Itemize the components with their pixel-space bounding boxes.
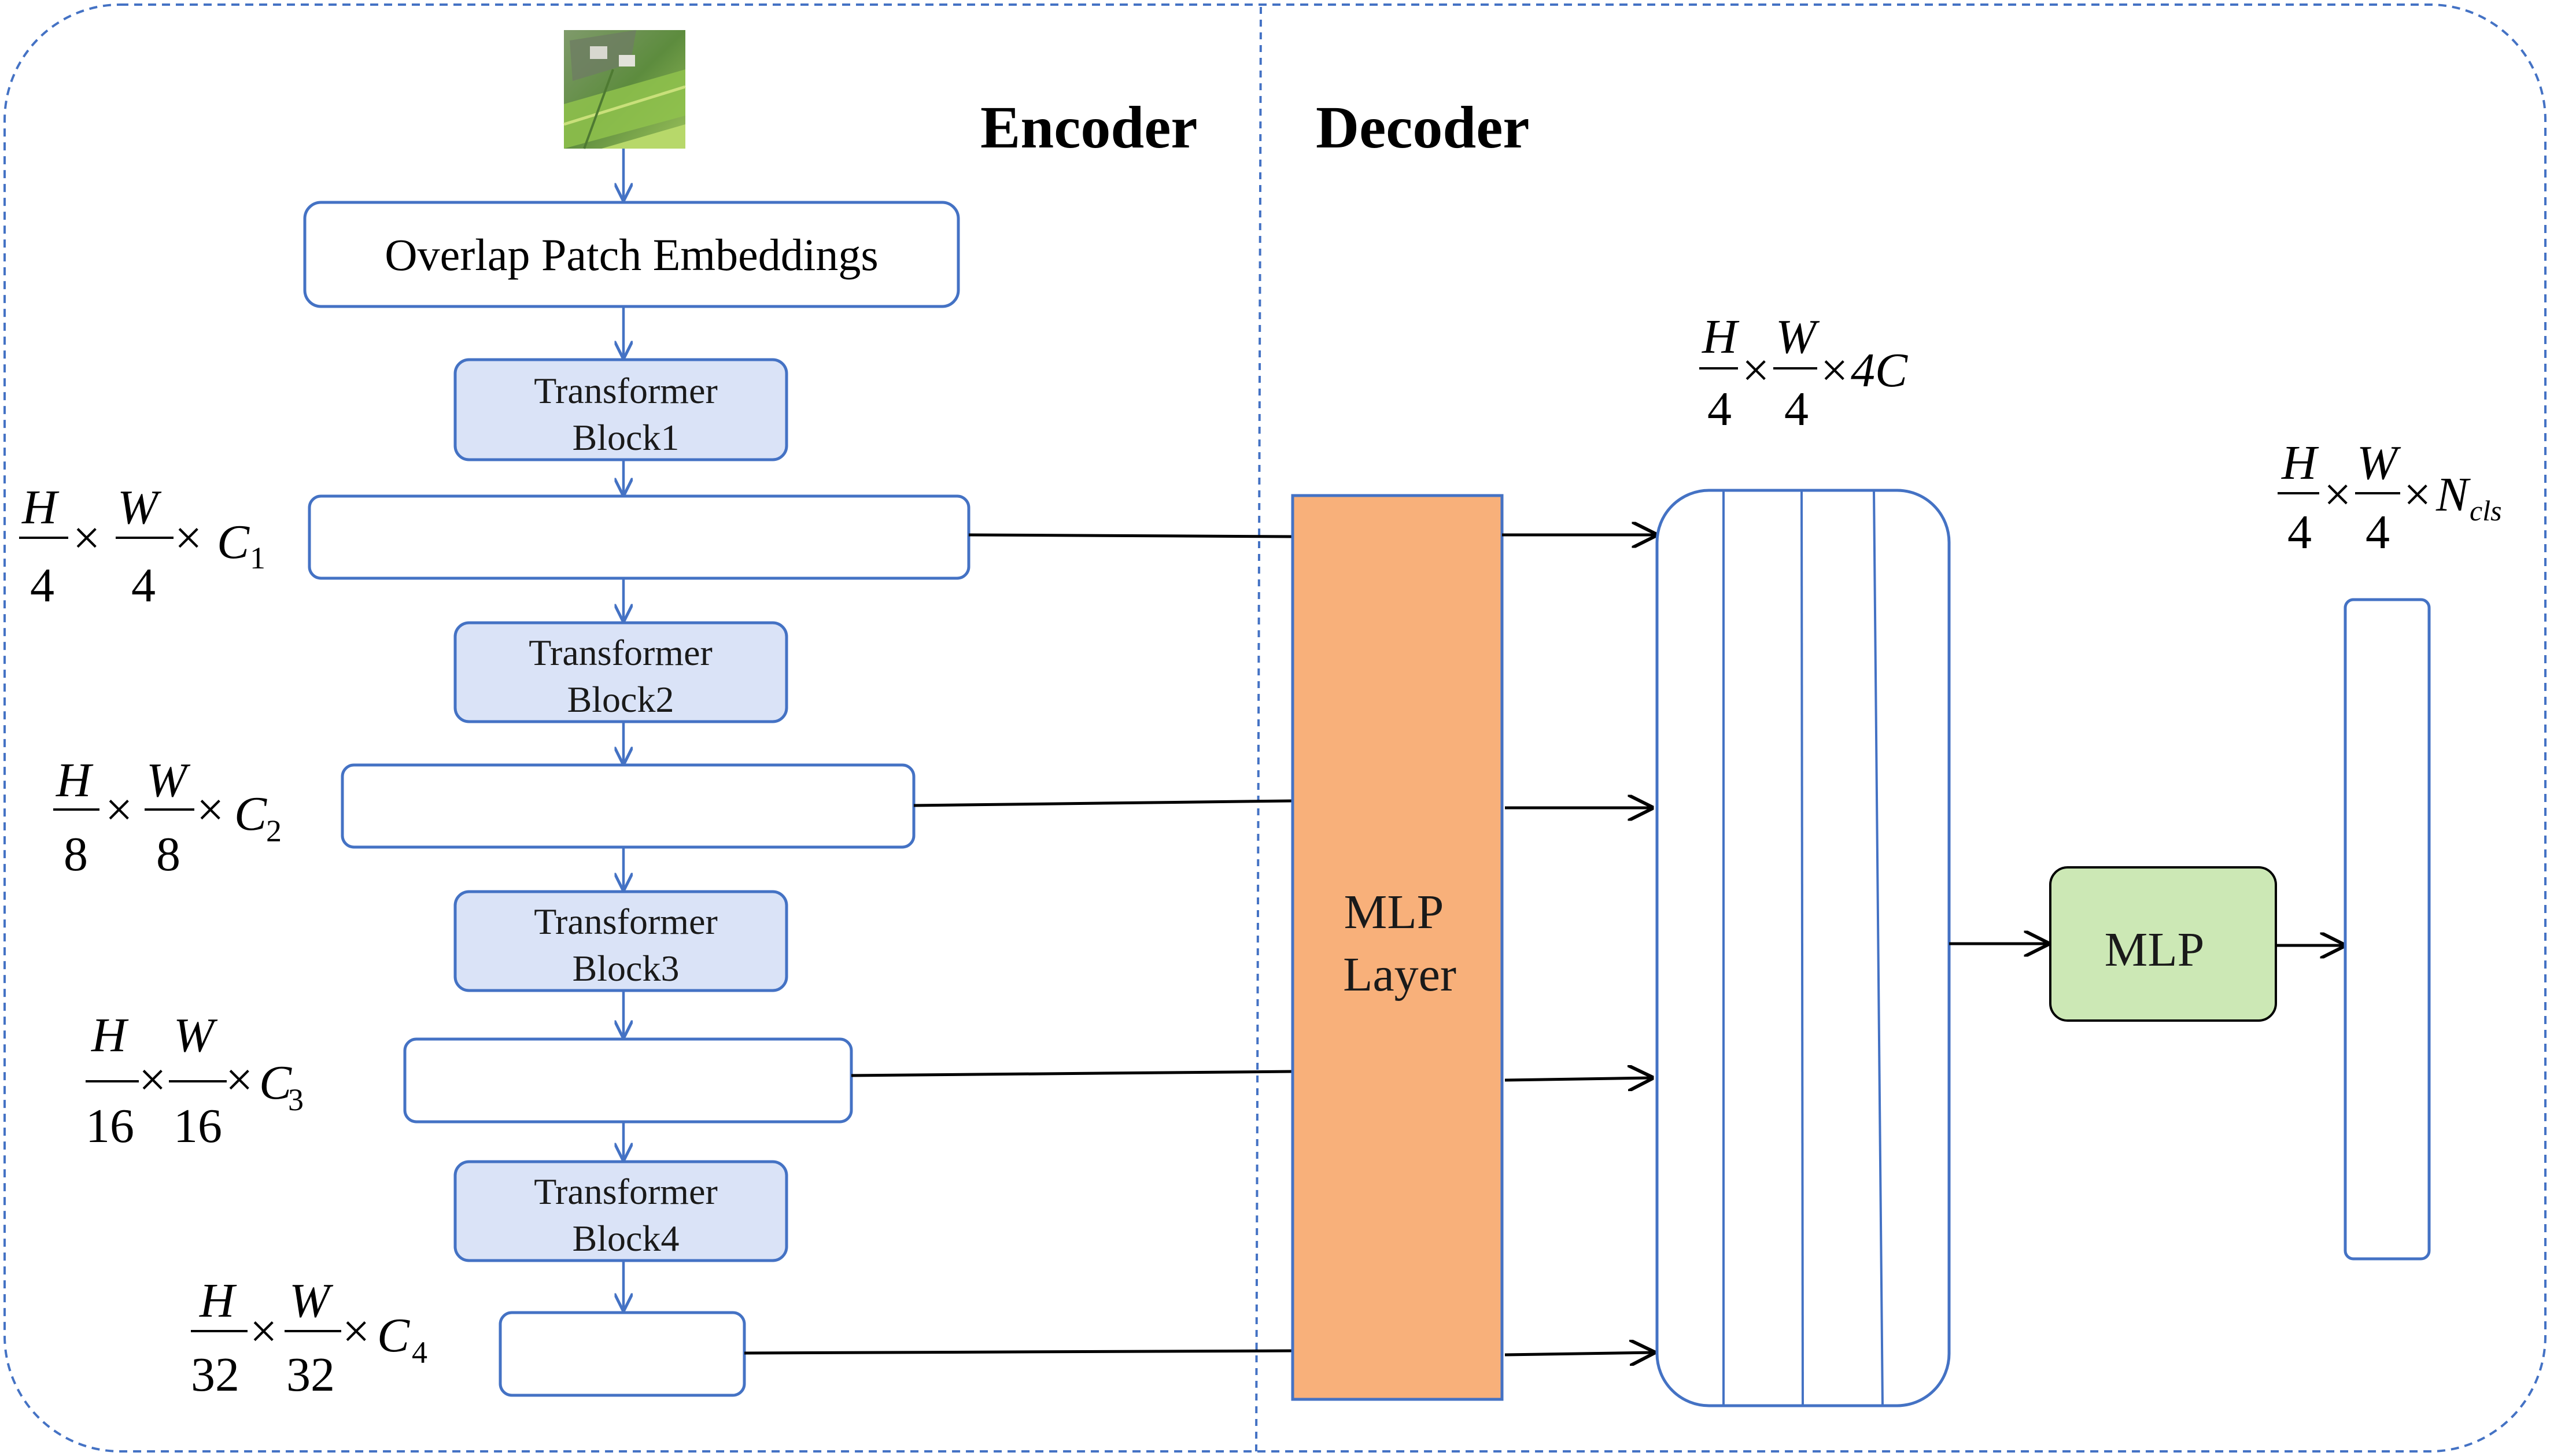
f2-h-denominator: 8 (64, 827, 88, 881)
transformer-block-3-line2: Block3 (573, 948, 680, 989)
f3-c-index: 3 (288, 1082, 304, 1117)
transformer-block-1: Transformer Block1 (453, 358, 788, 461)
feature-map-3-dims: H 16 × W 16 × C 3 (86, 1008, 304, 1153)
f3-w: W (174, 1008, 218, 1062)
mlp-label: MLP (2105, 923, 2205, 977)
f2-c-index: 2 (266, 814, 282, 848)
f4-times-2: × (342, 1305, 370, 1358)
f2-h: H (56, 753, 94, 807)
concat-w: W (1776, 310, 1820, 364)
f4-w-denominator: 32 (286, 1348, 335, 1402)
transformer-block-4: Transformer Block4 (453, 1160, 788, 1262)
f3-times-2: × (226, 1053, 253, 1107)
concatenated-features-box (1655, 489, 1951, 1407)
f1-h: H (21, 481, 60, 534)
connector-f3-to-mlp-layer (851, 1070, 1293, 1077)
f4-c-index: 4 (412, 1335, 427, 1370)
output-dims-label: H 4 × W 4 × N cls (2278, 436, 2502, 559)
transformer-block-1-line2: Block1 (573, 417, 680, 458)
mlp-layer-label-line2: Layer (1343, 948, 1456, 1002)
f2-c: C (234, 787, 267, 841)
transformer-block-4-line2: Block4 (573, 1218, 680, 1259)
satellite-image-icon (563, 30, 686, 149)
arrow-mlp-layer-to-concat-3 (1504, 1078, 1651, 1080)
out-h-denominator: 4 (2287, 505, 2312, 559)
feature-map-4-box (499, 1311, 746, 1397)
f1-w: W (117, 481, 162, 534)
overlap-patch-embeddings-box: Overlap Patch Embeddings (303, 201, 960, 308)
concat-channels: 4C (1851, 343, 1908, 397)
f1-c: C (217, 515, 250, 569)
out-n: N (2435, 468, 2471, 522)
concat-h-denominator: 4 (1707, 382, 1732, 436)
transformer-block-3-line1: Transformer (534, 901, 718, 942)
concat-dims-label: H 4 × W 4 × 4C (1699, 310, 1908, 436)
f4-h: H (199, 1274, 237, 1328)
f2-w: W (146, 753, 191, 807)
f3-w-denominator: 16 (174, 1099, 222, 1153)
f3-h-denominator: 16 (86, 1099, 134, 1153)
feature-map-2-box (341, 763, 916, 849)
mlp-layer-box: MLP Layer (1291, 494, 1504, 1401)
feature-map-3-box (403, 1037, 853, 1124)
output-mask-box (2344, 598, 2431, 1261)
f1-times-1: × (73, 511, 100, 565)
f3-h: H (91, 1008, 129, 1062)
f3-c: C (259, 1056, 292, 1110)
outer-border (3, 3, 2547, 1453)
out-h: H (2281, 436, 2319, 490)
transformer-block-2-line2: Block2 (567, 679, 674, 720)
out-w: W (2357, 436, 2401, 490)
mlp-layer-label-line1: MLP (1344, 885, 1444, 939)
feature-map-2-dims: H 8 × W 8 × C 2 (53, 753, 282, 881)
out-times-2: × (2404, 468, 2431, 522)
connector-f2-to-mlp-layer (913, 799, 1293, 807)
concat-h: H (1702, 310, 1740, 364)
concat-w-denominator: 4 (1784, 382, 1809, 436)
transformer-block-3: Transformer Block3 (453, 890, 788, 992)
connector-f4-to-mlp-layer (744, 1349, 1293, 1355)
f1-c-index: 1 (250, 541, 265, 575)
f4-times-1: × (250, 1305, 277, 1358)
out-n-index: cls (2470, 494, 2502, 527)
out-w-denominator: 4 (2366, 505, 2390, 559)
f4-h-denominator: 32 (191, 1348, 239, 1402)
out-times-1: × (2324, 468, 2351, 522)
decoder-heading: Decoder (1316, 94, 1530, 161)
f2-w-denominator: 8 (156, 827, 180, 881)
f1-times-2: × (175, 511, 202, 565)
f2-times-2: × (197, 783, 224, 837)
f1-h-denominator: 4 (30, 559, 54, 612)
transformer-block-2-line1: Transformer (529, 632, 713, 673)
mlp-box: MLP (2049, 866, 2277, 1022)
transformer-block-2: Transformer Block2 (453, 621, 788, 723)
connector-f1-to-mlp-layer (968, 533, 1293, 538)
f4-w: W (289, 1274, 334, 1328)
feature-map-1-box (308, 494, 970, 580)
concat-times-1: × (1742, 343, 1769, 397)
f4-c: C (377, 1309, 410, 1362)
arrow-mlp-layer-to-concat-4 (1504, 1352, 1653, 1355)
f2-times-1: × (105, 783, 132, 837)
overlap-patch-embeddings-label: Overlap Patch Embeddings (385, 230, 878, 280)
transformer-block-1-line1: Transformer (534, 370, 718, 411)
encoder-heading: Encoder (980, 94, 1198, 161)
encoder-decoder-divider (1255, 6, 1262, 1453)
concat-times-2: × (1821, 343, 1848, 397)
f1-w-denominator: 4 (131, 559, 156, 612)
feature-map-1-dims: H 4 × W 4 × C 1 (19, 481, 265, 612)
feature-map-4-dims: H 32 × W 32 × C 4 (191, 1274, 427, 1402)
transformer-block-4-line1: Transformer (534, 1171, 718, 1212)
f3-times-1: × (139, 1053, 166, 1107)
